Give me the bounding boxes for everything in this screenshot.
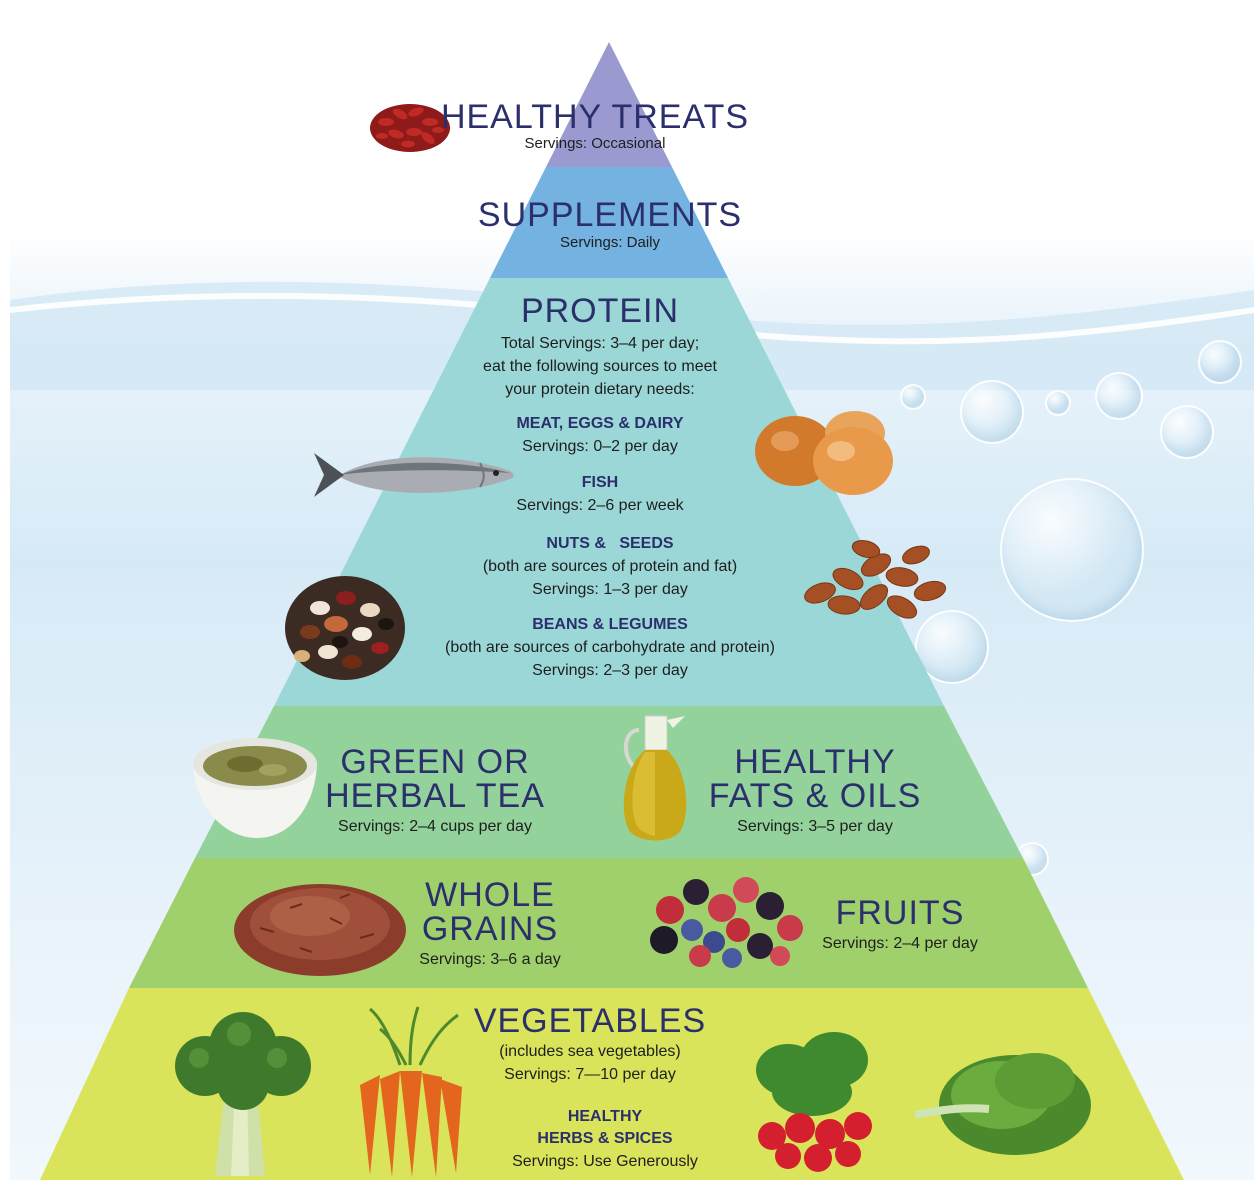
supplements-servings: Servings: Daily: [430, 232, 790, 254]
treats-title: HEALTHY TREATS: [440, 100, 750, 134]
fats-title-2: FATS & OILS: [700, 779, 930, 813]
tier-tea: GREEN OR HERBAL TEA Servings: 2–4 cups p…: [305, 745, 565, 838]
eggs-icon: [745, 405, 905, 505]
nuts-servings: Servings: 1–3 per day: [420, 578, 800, 601]
grains-title-1: WHOLE: [400, 878, 580, 912]
grains-title-2: GRAINS: [400, 912, 580, 946]
protein-beans-section: BEANS & LEGUMES (both are sources of car…: [400, 614, 820, 682]
tea-servings: Servings: 2–4 cups per day: [305, 815, 565, 838]
meat-title: MEAT, EGGS & DAIRY: [430, 413, 770, 435]
treats-servings: Servings: Occasional: [440, 134, 750, 154]
broccoli-icon: [165, 1008, 320, 1178]
rice-icon: [230, 868, 410, 978]
berries-icon: [640, 870, 810, 970]
oil-jug-icon: [615, 712, 695, 847]
supplements-title: SUPPLEMENTS: [430, 198, 790, 232]
tier-vegetables: VEGETABLES (includes sea vegetables) Ser…: [455, 1004, 725, 1086]
tea-cup-icon: [185, 728, 325, 843]
herbs-servings: Servings: Use Generously: [470, 1150, 740, 1173]
herbs-title-1: HEALTHY: [470, 1106, 740, 1128]
fats-servings: Servings: 3–5 per day: [700, 815, 930, 838]
fruits-servings: Servings: 2–4 per day: [810, 932, 990, 955]
nuts-note: (both are sources of protein and fat): [420, 555, 800, 578]
fruits-title: FRUITS: [810, 896, 990, 930]
tier-protein: PROTEIN Total Servings: 3–4 per day; eat…: [400, 294, 800, 401]
herbs-section: HEALTHY HERBS & SPICES Servings: Use Gen…: [470, 1106, 740, 1173]
fish-icon: [310, 445, 520, 505]
tier-fruits: FRUITS Servings: 2–4 per day: [810, 896, 990, 955]
tea-title-2: HERBAL TEA: [305, 779, 565, 813]
tea-title-1: GREEN OR: [305, 745, 565, 779]
nuts-title: NUTS & SEEDS: [420, 533, 800, 555]
protein-nuts-section: NUTS & SEEDS (both are sources of protei…: [420, 533, 800, 601]
grains-servings: Servings: 3–6 a day: [400, 948, 580, 971]
radishes-icon: [748, 1030, 883, 1175]
tier-grains: WHOLE GRAINS Servings: 3–6 a day: [400, 878, 580, 971]
protein-intro-2: eat the following sources to meet: [400, 355, 800, 378]
protein-intro-1: Total Servings: 3–4 per day;: [400, 332, 800, 355]
tier-treats: HEALTHY TREATS Servings: Occasional: [440, 100, 750, 154]
beans-note: (both are sources of carbohydrate and pr…: [400, 636, 820, 659]
beans-icon: [280, 568, 410, 684]
beans-title: BEANS & LEGUMES: [400, 614, 820, 636]
fats-title-1: HEALTHY: [700, 745, 930, 779]
almonds-icon: [790, 535, 960, 630]
vegetables-note: (includes sea vegetables): [455, 1040, 725, 1063]
vegetables-servings: Servings: 7—10 per day: [455, 1063, 725, 1086]
protein-intro-3: your protein dietary needs:: [400, 378, 800, 401]
protein-title: PROTEIN: [400, 294, 800, 328]
tier-fats: HEALTHY FATS & OILS Servings: 3–5 per da…: [700, 745, 930, 838]
herbs-title-2: HERBS & SPICES: [470, 1128, 740, 1150]
tier-supplements: SUPPLEMENTS Servings: Daily: [430, 198, 790, 254]
beans-servings: Servings: 2–3 per day: [400, 659, 820, 682]
lettuce-icon: [905, 1035, 1095, 1160]
vegetables-title: VEGETABLES: [455, 1004, 725, 1038]
